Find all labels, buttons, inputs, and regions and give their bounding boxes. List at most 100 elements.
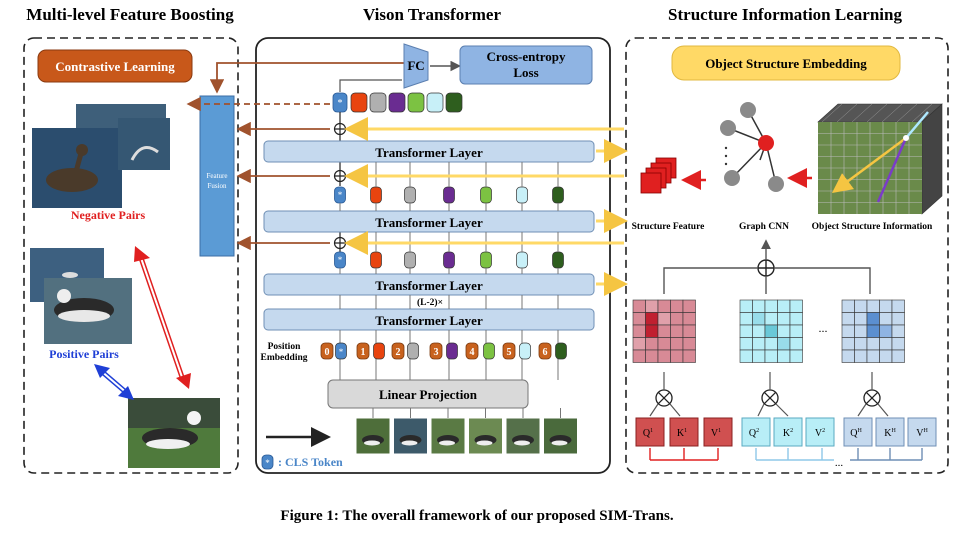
input-token-5	[519, 342, 531, 360]
matrix1-cell-3-1	[645, 337, 659, 351]
positive-pair-arrow-inner	[99, 369, 129, 395]
layer3-token-6	[552, 186, 564, 204]
matrix2-cell-2-4	[789, 324, 803, 338]
plus-circle-2	[333, 169, 347, 183]
v2-label: V2	[815, 428, 825, 439]
position-embedding-5	[502, 342, 516, 360]
output-token-1	[350, 92, 368, 113]
positive-arrowhead-bottom	[118, 386, 134, 400]
matrix2-cell-1-0	[739, 312, 753, 326]
matrix1-cell-2-1	[645, 324, 659, 338]
matrix1-cell-1-1	[645, 312, 659, 326]
cube-arrow-purple	[876, 137, 908, 203]
output-token-5	[426, 92, 444, 113]
matrix1-cell-4-0	[632, 349, 646, 363]
cube-arrow-yellow	[831, 136, 907, 193]
matrix2-cell-1-3	[777, 312, 791, 326]
output-token-4	[407, 92, 425, 113]
matrix2-cell-1-4	[789, 312, 803, 326]
matrix2-cell-1-1	[752, 312, 766, 326]
input-token-1	[373, 342, 385, 360]
matrix2-cell-2-3	[777, 324, 791, 338]
feature-fusion-label-line2: Fusion	[207, 182, 227, 190]
position-number-6: 6	[543, 347, 548, 358]
loss-label-line2: Loss	[513, 65, 538, 80]
matrix1-cell-2-2	[657, 324, 671, 338]
qh-label: QH	[850, 428, 862, 439]
loss-label-line1: Cross-entropy	[487, 49, 566, 64]
position-embedding-line1: Position	[268, 342, 301, 352]
cube-top-line-1	[836, 103, 858, 123]
position-number-3: 3	[434, 347, 439, 358]
matrixH-cell-4-3	[879, 349, 893, 363]
matrix2-cell-0-3	[777, 299, 791, 313]
layer3-token-2	[404, 186, 416, 204]
q2-label: Q2	[749, 428, 759, 439]
graph-cnn-diagram	[720, 102, 784, 192]
cube-top-line-5	[896, 103, 918, 123]
layer2-token-2	[404, 251, 416, 269]
matrix2-cell-2-2	[764, 324, 778, 338]
matrixH-cell-0-1	[854, 299, 868, 313]
linear-projection-box	[327, 379, 529, 409]
qkv-head-1	[635, 417, 733, 447]
position-embedding-1	[356, 342, 370, 360]
cube-top-line-6	[911, 103, 933, 123]
merge-branch-lines	[663, 267, 871, 294]
matrix1-cell-4-1	[645, 349, 659, 363]
merge-plus-circle	[757, 259, 775, 277]
patch-bird-belly-5	[514, 440, 530, 446]
matrix1-cell-2-3	[670, 324, 684, 338]
contrastive-learning-box	[37, 49, 193, 83]
transformer-layer-4-label: Transformer Layer	[375, 145, 483, 160]
right-panel-frame	[625, 37, 949, 474]
matrix2-cell-0-4	[789, 299, 803, 313]
head-1-feedback	[649, 448, 719, 461]
negative-pair-images	[32, 104, 170, 208]
positive-arrowhead-top	[94, 364, 110, 378]
positive-pair-images	[30, 248, 220, 468]
transformer-layer-2	[263, 273, 595, 296]
output-cls-symbol: *	[338, 98, 343, 109]
position-number-5: 5	[507, 347, 512, 358]
position-number-2: 2	[396, 347, 401, 358]
middle-panel-title: Vison Transformer	[363, 5, 501, 24]
negative-arrowhead-bottom	[176, 373, 191, 389]
linear-projection-label: Linear Projection	[379, 387, 478, 402]
transformer-layer-3-label: Transformer Layer	[375, 215, 483, 230]
layer2-token-5	[516, 251, 528, 269]
structure-feature-stack	[640, 157, 677, 194]
matrix2-cell-3-2	[764, 337, 778, 351]
position-embedding-3	[429, 342, 443, 360]
layer2-cls-symbol: *	[338, 255, 343, 265]
matrix1-cell-1-4	[682, 312, 696, 326]
matrix2-cell-3-4	[789, 337, 803, 351]
matrixH-cell-1-2	[866, 312, 880, 326]
output-token-6	[445, 92, 463, 113]
transformer-layer-3	[263, 210, 595, 233]
cube-arrow-lightblue	[905, 111, 929, 139]
patch-bird-belly-3	[439, 440, 455, 446]
image-patches	[355, 408, 578, 455]
input-token-6	[555, 342, 567, 360]
cube-top-line-2	[851, 103, 873, 123]
left-panel-frame	[23, 37, 239, 474]
figure-caption: Figure 1: The overall framework of our p…	[280, 508, 673, 524]
matrix1-cell-0-1	[645, 299, 659, 313]
repeat-label: (L-2)×	[417, 297, 443, 308]
position-number-1: 1	[361, 347, 366, 358]
matrix2-cell-4-2	[764, 349, 778, 363]
graph-cnn-label: Graph CNN	[739, 222, 789, 232]
attention-matrix-h	[841, 299, 905, 363]
position-embedding-line2: Embedding	[261, 353, 308, 363]
matrix2-cell-0-2	[764, 299, 778, 313]
input-token-3	[446, 342, 458, 360]
head-h-feedback	[850, 448, 923, 461]
q1-label: Q1	[643, 428, 653, 439]
matrix1-cell-3-2	[657, 337, 671, 351]
output-token-2	[369, 92, 387, 113]
vh-label: VH	[916, 428, 928, 439]
matrixH-cell-3-1	[854, 337, 868, 351]
